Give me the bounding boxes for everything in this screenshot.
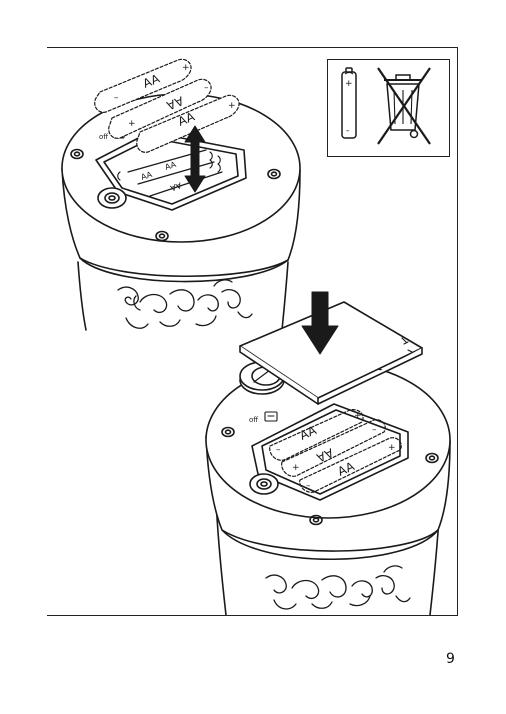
page-frame-top (47, 47, 458, 48)
svg-text:AA: AA (176, 109, 198, 129)
battery-cover (239, 301, 423, 405)
svg-text:+: + (388, 443, 396, 453)
svg-text:+: + (345, 79, 353, 89)
svg-text:AA: AA (314, 445, 336, 465)
svg-text:+: + (128, 119, 136, 129)
svg-text:-: - (346, 126, 349, 136)
svg-text:+: + (354, 411, 362, 421)
screw-holes-step1 (70, 148, 281, 242)
svg-text:AA: AA (141, 71, 163, 91)
svg-text:+: + (228, 101, 236, 111)
svg-text:–: – (114, 93, 119, 103)
screw-holes-step2 (221, 426, 439, 526)
svg-text:off: off (249, 416, 258, 424)
svg-text:–: – (306, 481, 311, 491)
svg-text:AA: AA (169, 180, 183, 192)
svg-text:AA: AA (298, 423, 320, 443)
page-frame-bottom (47, 615, 458, 616)
svg-text:+: + (182, 63, 190, 73)
svg-text:+: + (292, 463, 300, 473)
svg-text:–: – (204, 83, 209, 93)
lamp-top-step1: AA AA AA off AA AA AA – (61, 58, 301, 331)
insert-remove-arrow-icon (184, 125, 206, 193)
batteries-step2 (269, 409, 402, 493)
svg-text:AA: AA (164, 160, 178, 172)
svg-text:off: off (99, 133, 108, 141)
svg-text:–: – (372, 425, 377, 435)
lamp-top-step2: AA AA AA – + + – – + off (205, 291, 451, 615)
page-frame-right (457, 47, 458, 615)
ornament-relief-step2 (265, 565, 411, 610)
svg-text:AA: AA (164, 93, 186, 113)
down-arrow-icon (301, 291, 339, 355)
page-number: 9 (446, 651, 455, 667)
weee-disposal-symbol: + - (327, 59, 450, 157)
crossed-out-bin-icon (377, 67, 431, 145)
ornament-relief-step1 (117, 279, 253, 329)
svg-text:AA: AA (336, 459, 358, 479)
svg-text:–: – (276, 445, 281, 455)
svg-text:AA: AA (140, 170, 154, 182)
battery-icon: + - (341, 67, 357, 139)
batteries-step1 (94, 58, 240, 153)
